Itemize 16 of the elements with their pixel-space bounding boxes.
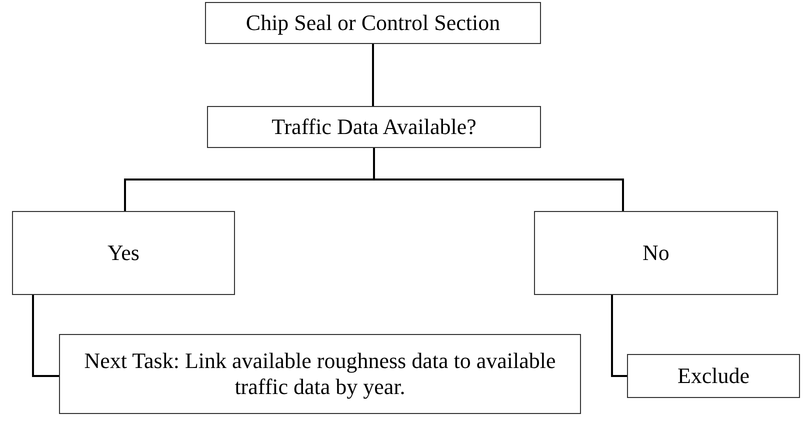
process-box	[627, 354, 800, 398]
process-box	[59, 334, 581, 414]
box-text: Yes	[107, 240, 140, 266]
connector-line	[611, 295, 627, 377]
box-text: No	[642, 240, 670, 266]
process-box	[207, 106, 541, 148]
connector-line	[373, 148, 624, 211]
connector-line	[32, 295, 59, 377]
box-text: Traffic Data Available?	[272, 114, 476, 140]
connector-line	[372, 44, 374, 106]
box-text: Next Task: Link available roughness data to available traffic data by year.	[83, 348, 557, 400]
process-box	[12, 211, 235, 295]
box-text: Chip Seal or Control Section	[246, 10, 500, 36]
process-box	[534, 211, 778, 295]
box-text: Exclude	[677, 362, 750, 390]
process-box	[205, 2, 541, 44]
